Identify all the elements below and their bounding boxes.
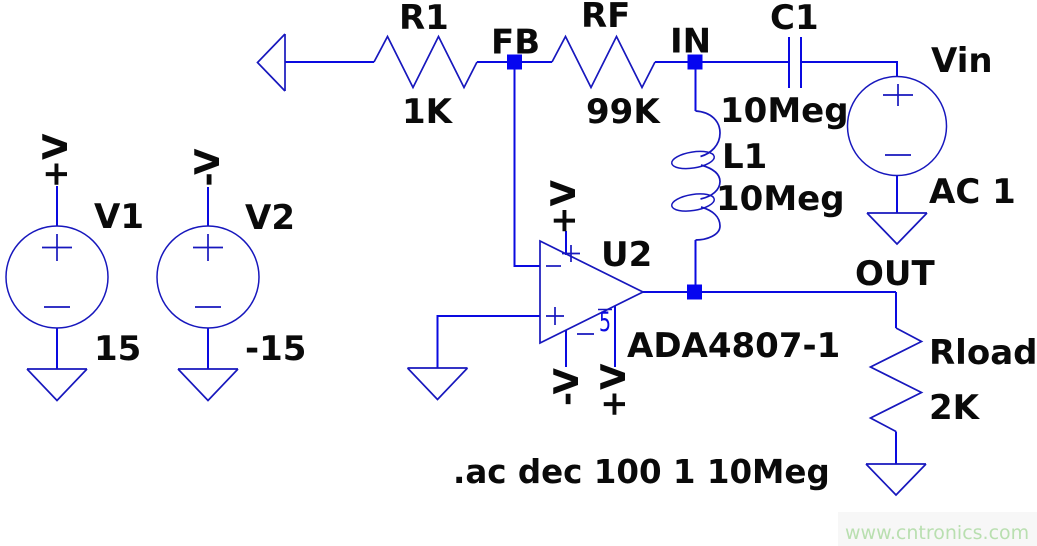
vsource-v1-body [5,225,109,329]
net-label-plusv-u2-pd: +V [594,363,634,418]
vsource-vin: Vin AC 1 [846,41,1016,212]
spice-directive: .ac dec 100 1 10Meg [453,453,830,491]
vsource-vin-value: AC 1 [929,172,1016,212]
resistor-rf-value: 99K [586,92,661,132]
net-label-plusv-v1: +V [36,133,76,188]
vsource-v1-name: V1 [94,197,144,237]
inductor-l1-loop2 [670,193,716,212]
inductor-l1-arc1 [695,110,721,158]
resistor-rload-name: Rload [929,333,1037,373]
junctions [507,54,703,300]
inductor-l1-value: 10Meg [716,179,845,219]
wire-fb-invin [513,69,540,267]
ground-icon-v2 [177,368,239,402]
resistor-rload: Rload 2K [868,327,1037,433]
vsource-v2-body [156,225,260,329]
net-label-fb: FB [491,23,540,63]
resistor-r1-value: 1K [402,92,454,132]
capacitor-c1-name: C1 [770,0,819,38]
opamp-u2-pd-number: 5 [599,307,611,338]
capacitor-c1: C1 10Meg [720,0,849,131]
junction-dot-in [687,54,703,70]
junction-dot-out [687,284,702,300]
junction-dot-fb [507,54,522,70]
wires [56,61,898,464]
net-label-out: OUT [855,254,936,294]
ground-icon-r1 [256,33,286,92]
resistor-r1-body [373,34,478,90]
net-label-minusv-v2: -V [188,148,228,187]
opamp-u2-triangle [539,239,645,345]
ground-icon-vin [866,212,928,246]
inductor-l1-arc3 [695,206,721,241]
net-label-minusv-u2: -V [547,367,587,406]
resistor-rload-body [868,327,924,433]
watermark-background [838,512,1037,546]
resistor-rf-body [551,34,656,90]
watermark-text: www.cntronics.com [845,522,1029,544]
inductor-l1-name: L1 [722,137,767,177]
watermark: www.cntronics.com [838,512,1037,546]
inductor-l1: L1 10Meg [670,110,845,241]
capacitor-c1-value: 10Meg [720,91,849,131]
ground-icon-v1 [26,368,88,402]
vsource-v2-value: -15 [245,329,306,369]
resistor-r1-name: R1 [399,0,449,38]
net-labels: FB IN OUT [491,22,936,295]
resistor-r1: R1 1K [373,0,478,132]
vsource-v1-value: 15 [94,329,141,369]
inductor-l1-loop1 [670,150,716,170]
vsource-v1: V1 15 +V [5,133,144,369]
ground-symbols [26,33,928,497]
opamp-u2-name: U2 [601,235,652,275]
ground-icon-noninv [406,367,469,401]
opamp-u2: 5 U2 ADA4807-1 +V -V +V [539,179,840,418]
net-label-in: IN [670,22,711,62]
wire-noninv-gnd [436,315,540,368]
ground-icon-rload [865,463,927,497]
resistor-rload-value: 2K [929,388,981,428]
vsource-vin-name: Vin [931,41,993,81]
opamp-u2-part: ADA4807-1 [627,326,840,366]
vsource-vin-body [846,75,948,177]
resistor-rf: RF 99K [551,0,661,132]
vsource-v2: V2 -15 -V [156,148,306,369]
vsource-v2-name: V2 [245,198,295,238]
net-label-plusv-u2-top: +V [544,179,584,234]
resistor-rf-name: RF [581,0,630,36]
